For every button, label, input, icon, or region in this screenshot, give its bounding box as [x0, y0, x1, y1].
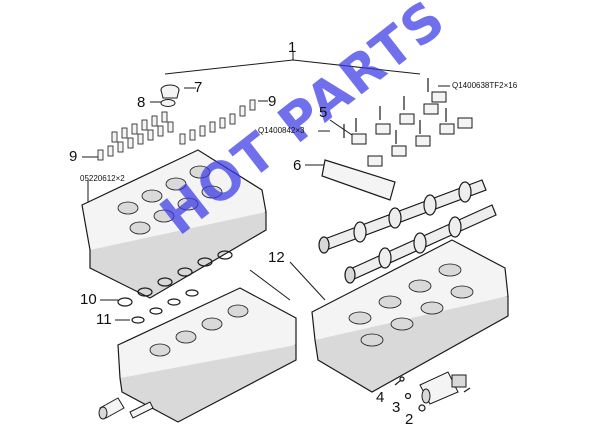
cap-bolts [343, 78, 447, 144]
cylinder-head-right [311, 239, 509, 393]
vvt-solenoid [419, 371, 467, 405]
part-code-bolts-3: Q1400842×3 [258, 126, 305, 135]
plug-parts [98, 397, 154, 420]
cylinder-head-upper [81, 149, 267, 299]
cam-caps-cluster [351, 91, 473, 167]
callout-6: 6 [293, 157, 302, 174]
seal-rings [117, 250, 233, 324]
callout-2: 2 [405, 411, 414, 428]
callout-11: 11 [96, 311, 112, 328]
oil-cap [160, 84, 180, 99]
leader-line-12a [249, 269, 291, 301]
leader-line-1 [164, 59, 421, 75]
callout-9-right: 9 [268, 93, 277, 110]
callout-7: 7 [194, 79, 203, 96]
valve-lifters [97, 99, 256, 161]
callout-9-left: 9 [69, 148, 78, 165]
bearing-cap-bar [321, 159, 396, 201]
callout-10: 10 [80, 291, 97, 308]
leader-line-5 [329, 119, 353, 136]
camshaft-upper [318, 179, 487, 254]
callout-1: 1 [288, 39, 297, 56]
part-code-pins-2: 05220612×2 [80, 174, 125, 183]
cylinder-head-lower [117, 287, 297, 423]
leader-line-12b [289, 261, 326, 301]
callout-8: 8 [137, 94, 146, 111]
callout-5: 5 [319, 104, 328, 121]
part-code-bolts-16: Q1400638TF2×16 [452, 81, 518, 90]
cap-washer [160, 99, 176, 107]
callout-3: 3 [392, 399, 401, 416]
camshaft-lower [344, 204, 497, 284]
callout-4: 4 [376, 389, 385, 406]
callout-12: 12 [268, 249, 285, 266]
small-bolts [394, 376, 471, 412]
